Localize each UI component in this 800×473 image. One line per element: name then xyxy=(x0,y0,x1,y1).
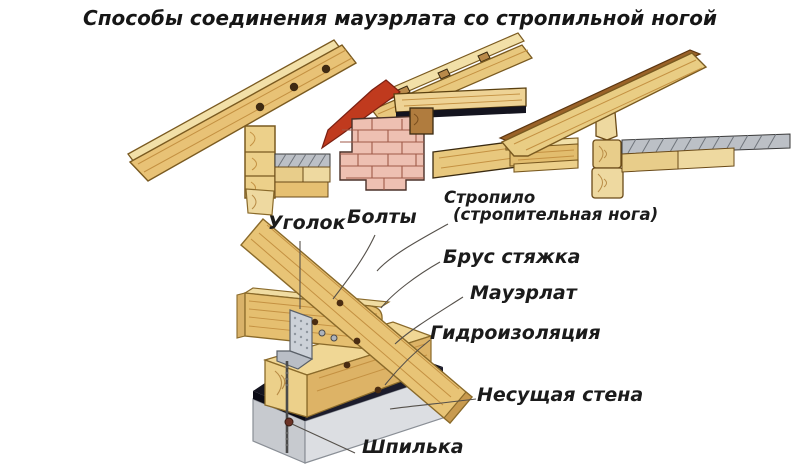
timber-post xyxy=(244,125,276,199)
rafter-leg xyxy=(240,218,473,424)
label-bolts: Болты xyxy=(347,206,417,228)
bolt-markers xyxy=(311,299,382,394)
angle-bracket xyxy=(276,309,314,370)
rafter-tip-block xyxy=(245,188,275,216)
stud-nut xyxy=(284,417,294,427)
rafter-board xyxy=(127,39,358,182)
mauerlat-block xyxy=(409,107,434,135)
leader-gidro xyxy=(384,339,431,386)
illustration-bolted-rafter-on-log-wall xyxy=(127,39,358,199)
bearing-wall xyxy=(252,374,444,464)
leader-bolty xyxy=(332,234,376,300)
ceiling-hatch-layer xyxy=(274,153,331,198)
illustration-main-assembly-3d xyxy=(236,188,477,464)
leader-shpilka xyxy=(291,423,356,454)
leader-brus xyxy=(380,261,441,309)
label-stud: Шпилька xyxy=(362,436,464,458)
label-waterproofing: Гидроизоляция xyxy=(430,322,601,344)
roof-tile-eaves xyxy=(320,79,401,150)
leader-lines xyxy=(291,223,477,454)
bolt-markers xyxy=(255,64,331,112)
label-tie-beam: Брус стяжка xyxy=(443,246,581,268)
rafter-board xyxy=(498,49,708,157)
leader-stropilo xyxy=(376,223,449,272)
ceiling-hatch-layer xyxy=(621,133,791,173)
leader-mauerlat xyxy=(394,296,464,345)
illustration-rafter-on-log-wall xyxy=(498,49,791,199)
leader-stena xyxy=(389,398,477,410)
page-title: Способы соединения мауэрлата со стропиль… xyxy=(83,6,717,30)
brick-wall xyxy=(339,115,425,191)
stud-rod xyxy=(284,361,294,453)
label-bearing-wall: Несущая стена xyxy=(477,384,644,406)
label-rafter-line1: Стропило xyxy=(444,188,536,207)
label-mauerlat: Мауэрлат xyxy=(470,282,577,304)
label-rafter-line2: (стропительная нога) xyxy=(453,204,659,224)
label-angle-bracket: Уголок xyxy=(268,212,346,234)
label-rafter: Стропило (стропительная нога) xyxy=(444,188,659,224)
illustration-brick-wall-mauerlat xyxy=(320,32,534,191)
